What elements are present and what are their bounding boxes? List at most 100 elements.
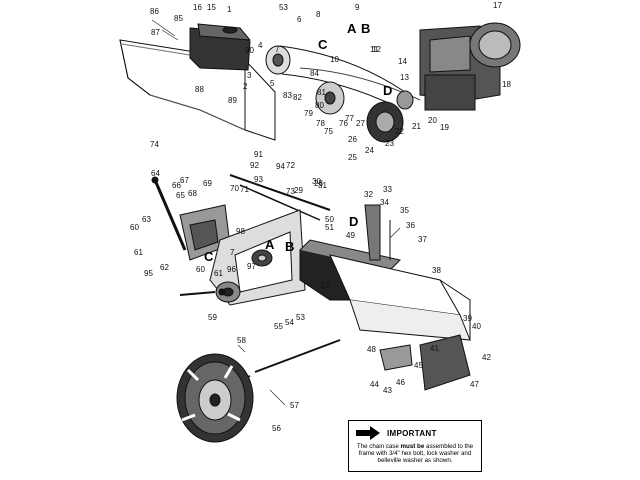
right-arrow-icon [356, 426, 380, 440]
callout-55: 55 [274, 322, 283, 331]
callout-18: 18 [502, 80, 511, 89]
callout-49: 49 [346, 231, 355, 240]
engine [419, 22, 521, 111]
callout-72: 72 [286, 161, 295, 170]
callout-81: 81 [317, 88, 326, 97]
callout-68: 68 [188, 189, 197, 198]
callout-21: 21 [412, 122, 421, 131]
callout-9: 9 [355, 3, 360, 12]
callout-14: 14 [398, 57, 407, 66]
callout-67: 67 [180, 176, 189, 185]
notice-body-pre: The chain case [356, 443, 401, 450]
callout-88: 88 [195, 85, 204, 94]
callout-4: 4 [258, 41, 263, 50]
linkage-rods [229, 174, 331, 221]
callout-30: 30 [312, 177, 321, 186]
axle-shaft [239, 339, 341, 381]
group-letter-C2: C [204, 249, 214, 264]
depth-bar-bracket [364, 204, 391, 261]
group-letter-D2: D [349, 214, 358, 229]
callout-91: 91 [254, 150, 263, 159]
callout-93: 93 [254, 175, 263, 184]
callout-3: 3 [247, 71, 252, 80]
callout-59: 59 [208, 313, 217, 322]
callout-51: 51 [325, 223, 334, 232]
callout-53a: 53 [279, 3, 288, 12]
callout-76: 76 [339, 119, 348, 128]
callout-15: 15 [207, 3, 216, 12]
callout-8: 8 [316, 10, 321, 19]
callout-64: 64 [151, 169, 160, 178]
callout-95: 95 [144, 269, 153, 278]
callout-31: 31 [318, 181, 327, 190]
callout-57: 57 [290, 401, 299, 410]
group-letter-B2: B [285, 239, 294, 254]
callout-77: 77 [345, 114, 354, 123]
callout-86: 86 [150, 7, 159, 16]
shift-lever [151, 176, 187, 251]
callout-71: 71 [240, 185, 249, 194]
callout-97: 97 [247, 262, 256, 271]
callout-46: 46 [396, 378, 405, 387]
callout-62: 62 [160, 263, 169, 272]
callout-92: 92 [250, 161, 259, 170]
callout-11: 11 [370, 45, 379, 54]
callout-19: 19 [440, 123, 449, 132]
callout-87: 87 [151, 28, 160, 37]
callout-33: 33 [383, 185, 392, 194]
callout-50: 50 [325, 215, 334, 224]
callout-56: 56 [272, 424, 281, 433]
group-letter-D1: D [383, 83, 392, 98]
callout-22: 22 [395, 127, 404, 136]
callout-61a: 61 [134, 248, 143, 257]
notice-body-emphasis: must be [400, 443, 425, 450]
callout-42: 42 [482, 353, 491, 362]
callout-37: 37 [418, 235, 427, 244]
callout-32: 32 [364, 190, 373, 199]
callout-16: 16 [193, 3, 202, 12]
callout-27: 27 [356, 119, 365, 128]
callout-12: 12 [372, 45, 381, 54]
callout-13: 13 [400, 73, 409, 82]
callout-83: 83 [283, 91, 292, 100]
important-notice: IMPORTANT The chain case must be assembl… [348, 420, 482, 472]
callout-6: 6 [297, 15, 302, 24]
callout-5: 5 [270, 79, 275, 88]
callout-84: 84 [310, 69, 319, 78]
callout-26: 26 [348, 135, 357, 144]
callout-34: 34 [380, 198, 389, 207]
drive-wheel [176, 353, 254, 443]
callout-79: 79 [304, 109, 313, 118]
callout-52: 52 [321, 281, 330, 290]
group-letter-C1: C [318, 37, 328, 52]
callout-94: 94 [276, 162, 285, 171]
callout-80: 80 [315, 101, 324, 110]
belt-and-pulleys [265, 45, 421, 143]
callout-63: 63 [142, 215, 151, 224]
callout-48: 48 [367, 345, 376, 354]
callout-66: 66 [172, 181, 181, 190]
callout-70: 70 [230, 184, 239, 193]
callout-43: 43 [383, 386, 392, 395]
callout-58: 58 [237, 336, 246, 345]
output-pulley [218, 288, 226, 296]
callout-47: 47 [470, 380, 479, 389]
callout-17: 17 [493, 1, 502, 10]
transmission-housing [179, 204, 231, 261]
callout-60b: 60 [196, 265, 205, 274]
callout-35: 35 [400, 206, 409, 215]
callout-7a: 7 [275, 45, 280, 54]
group-letter-B1: B [361, 21, 370, 36]
callout-38: 38 [432, 266, 441, 275]
callout-45: 45 [414, 361, 423, 370]
callout-20: 20 [428, 116, 437, 125]
callout-28: 28 [314, 179, 323, 188]
callout-75: 75 [324, 127, 333, 136]
callout-41: 41 [430, 344, 439, 353]
callout-23: 23 [385, 139, 394, 148]
fuel-tank [189, 23, 252, 71]
callout-89: 89 [228, 96, 237, 105]
